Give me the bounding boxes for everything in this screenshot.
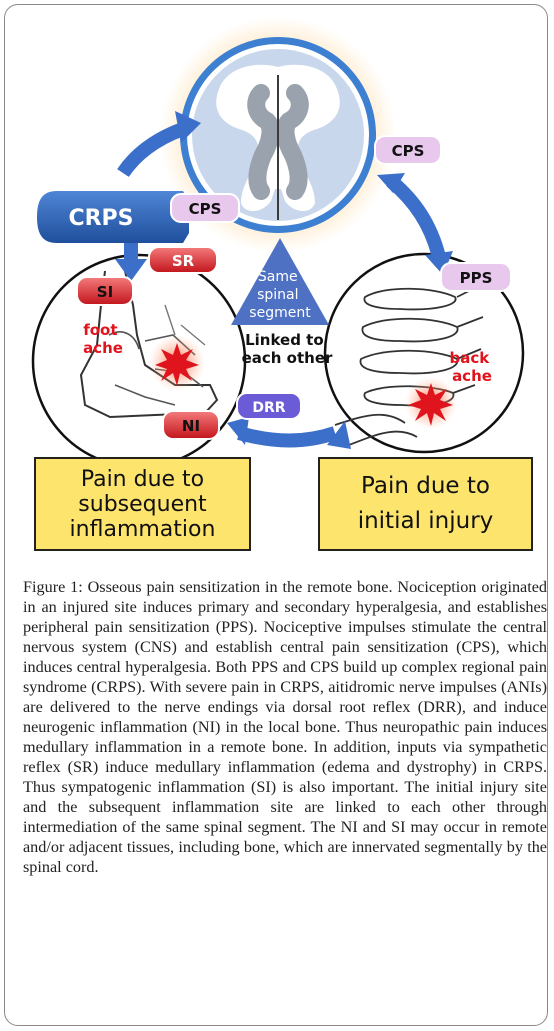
cps-right-label: CPS [392,142,425,160]
pps-label: PPS [460,269,493,287]
foot-ache-line-1: foot [83,321,117,339]
initial-injury-box: Pain due to initial injury [318,457,533,551]
cps-pill-left: CPS [170,193,240,223]
same-segment-text: Same spinal segment [249,269,311,321]
subsequent-inflammation-box: Pain due to subsequent inflammation [34,457,251,551]
linked-text: Linked to each other [242,331,333,367]
cps-left-label: CPS [189,200,222,218]
back-ache-line-1: back [450,349,491,367]
linked-line-1: Linked to [245,331,324,349]
sr-pill: SR [148,246,218,274]
pain-sensitization-diagram: Same spinal segment Linked to each other… [31,17,525,531]
drr-label: DRR [252,400,285,416]
foot-ache-text: foot ache [83,321,123,357]
cps-pill-right: CPS [374,135,442,165]
subsequent-inflammation-text: Pain due to subsequent inflammation [69,466,216,542]
si-label: SI [97,283,113,301]
ni-label: NI [182,417,200,435]
sr-label: SR [172,252,195,270]
ni-pill: NI [162,410,220,440]
same-segment-line-1: Same [258,269,298,285]
same-segment-triangle: Same spinal segment Linked to each other [231,238,333,367]
pps-pill: PPS [440,262,512,292]
cycle-arrows [115,111,453,449]
same-segment-line-3: segment [249,305,311,321]
si-pill: SI [76,276,134,306]
same-segment-line-2: spinal [257,287,298,303]
foot-ache-line-2: ache [83,339,123,357]
figure-caption: Figure 1: Osseous pain sensitization in … [23,578,547,876]
linked-line-2: each other [242,349,333,367]
back-ache-line-2: ache [452,367,492,385]
drr-pill: DRR [236,392,302,420]
figure-frame: Same spinal segment Linked to each other… [4,4,548,1026]
crps-badge: CRPS [37,191,189,243]
crps-label: CRPS [68,206,133,231]
back-ache-text: back ache [450,349,495,385]
spine-illustration [323,252,525,454]
initial-injury-text: Pain due to initial injury [357,473,494,534]
